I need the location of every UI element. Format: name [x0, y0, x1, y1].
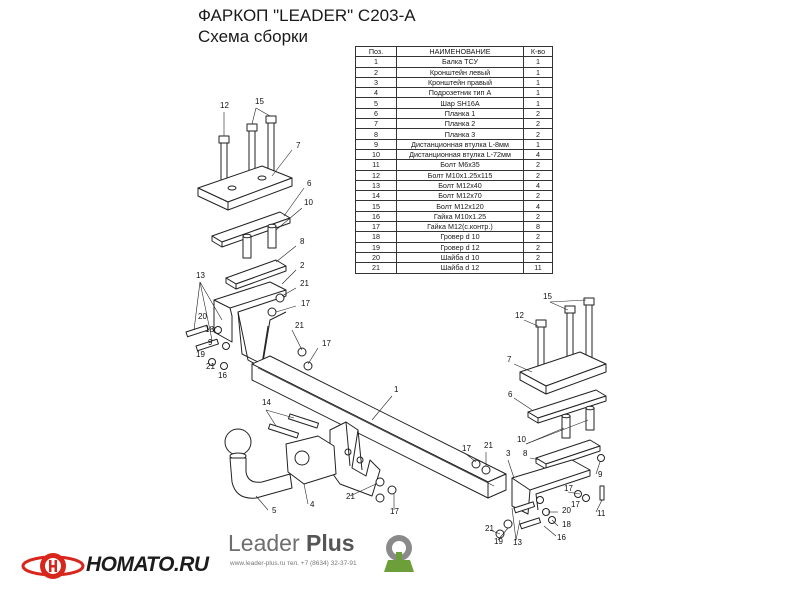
leader-lines [193, 107, 603, 541]
callout-label: 13 [513, 538, 522, 547]
homato-brand: НОМАТО.RU [86, 553, 209, 576]
callout-label: 17 [301, 299, 310, 308]
beam-1 [251, 355, 507, 499]
callout-label: 18 [205, 325, 214, 334]
callout-label: 20 [562, 506, 571, 515]
callout-label: 8 [523, 449, 528, 458]
callout-label: 15 [255, 97, 264, 106]
callout-label: 17 [390, 507, 399, 516]
callout-label: 5 [272, 506, 277, 515]
callout-label: 12 [220, 101, 229, 110]
callout-label: 21 [295, 321, 304, 330]
callout-label: 17 [322, 339, 331, 348]
callout-label: 7 [507, 355, 512, 364]
leader-word: Leader [228, 530, 300, 556]
homato-logo-icon [21, 553, 85, 579]
callout-label: 17 [564, 484, 573, 493]
callout-label: 10 [304, 198, 313, 207]
callout-label: 20 [198, 312, 207, 321]
bolt-14 [267, 413, 320, 439]
callout-label: 9 [598, 470, 603, 479]
leader-plus-brand: Leader Plus [228, 530, 355, 557]
spacer-sleeves-10-left [242, 223, 277, 259]
callout-label: 16 [218, 371, 227, 380]
callout-label: 3 [506, 449, 511, 458]
callout-label: 21 [346, 492, 355, 501]
callout-label: 15 [543, 292, 552, 301]
callout-label: 11 [597, 509, 606, 518]
callout-label: 19 [494, 537, 503, 546]
page-title: ФАРКОП "LEADER" C203-A [198, 6, 416, 25]
callout-label: 17 [462, 444, 471, 453]
contact-info: www.leader-plus.ru тел. +7 (8634) 32-37-… [230, 560, 357, 567]
leader-plus-logo-icon [376, 532, 422, 574]
callout-label: 21 [206, 362, 215, 371]
bolt-13-left [185, 324, 219, 352]
bracket-2-left [213, 281, 287, 369]
hitch-plate [329, 421, 381, 497]
bolt-13-right [513, 501, 542, 530]
callout-label: 6 [307, 179, 312, 188]
callout-label: 21 [300, 279, 309, 288]
callout-label: 10 [517, 435, 526, 444]
ball-mount-5 [224, 428, 293, 499]
callout-label: 7 [296, 141, 301, 150]
callout-label: 8 [300, 237, 305, 246]
callout-label: 9 [208, 338, 213, 347]
callout-label: 4 [310, 500, 315, 509]
callout-label: 13 [196, 271, 205, 280]
socket-bracket-4 [285, 435, 337, 485]
plus-word: Plus [306, 530, 355, 556]
callout-label: 17 [571, 500, 580, 509]
callout-label: 12 [515, 311, 524, 320]
callout-label: 21 [485, 524, 494, 533]
callout-label: 16 [557, 533, 566, 542]
callout-label: 18 [562, 520, 571, 529]
page-subtitle: Схема сборки [198, 27, 308, 46]
callout-label: 2 [300, 261, 305, 270]
callout-label: 14 [262, 398, 271, 407]
callout-label: 6 [508, 390, 513, 399]
callout-label: 21 [484, 441, 493, 450]
table-cell-qty: 11 [523, 262, 553, 274]
callout-label: 1 [394, 385, 399, 394]
callout-label: 19 [196, 350, 205, 359]
